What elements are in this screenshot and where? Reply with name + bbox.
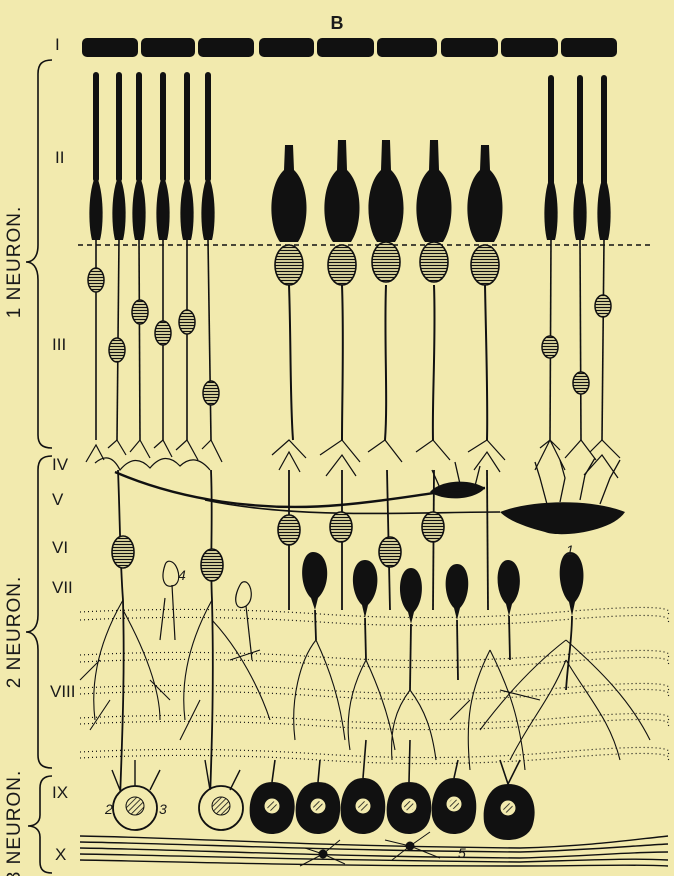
ganglion-cells: [112, 740, 535, 840]
cone-nuclei: [275, 242, 499, 285]
layer-label-vii: VII: [52, 578, 73, 597]
cone-cells: [271, 140, 502, 440]
layer-label-iii: III: [52, 335, 66, 354]
bipolar-nuclei: [112, 512, 444, 581]
layer-label-vi: VI: [52, 538, 68, 557]
rod-cells-left: [89, 72, 214, 440]
layer-label-iv: IV: [52, 455, 69, 474]
figure-title: B: [331, 13, 344, 33]
layer-label-v: V: [52, 490, 64, 509]
cell-number-2: 2: [104, 801, 113, 817]
neuron-braces: [26, 60, 52, 873]
layer-label-i: I: [55, 35, 60, 54]
layer-label-ix: IX: [52, 783, 68, 802]
outer-plexiform-arborizations: [86, 440, 620, 478]
neuron-label-1: 1 NEURON.: [4, 206, 25, 318]
cell-number-4: 4: [178, 567, 186, 583]
neuron-labels: 1 NEURON. 2 NEURON. 3 NEURON.: [4, 206, 25, 876]
cell-number-3: 3: [159, 801, 167, 817]
layer-label-x: X: [55, 845, 66, 864]
pigment-epithelium: [82, 38, 617, 57]
nerve-fiber-layer: [80, 836, 668, 866]
rod-nuclei-right: [542, 295, 611, 394]
rod-nuclei-left: [88, 268, 219, 405]
horizontal-cells: [115, 458, 625, 534]
neuron-label-2: 2 NEURON.: [4, 576, 25, 688]
layer-label-viii: VIII: [50, 682, 76, 701]
inner-plexiform-strata: [80, 607, 669, 763]
cell-number-1: 1: [566, 542, 574, 558]
layer-label-ii: II: [55, 148, 64, 167]
cell-number-5: 5: [458, 845, 466, 861]
neuron-label-3: 3 NEURON.: [4, 770, 25, 876]
amacrine-cells: [302, 552, 583, 690]
layer-labels: I II III IV V VI VII VIII IX X: [50, 35, 76, 864]
